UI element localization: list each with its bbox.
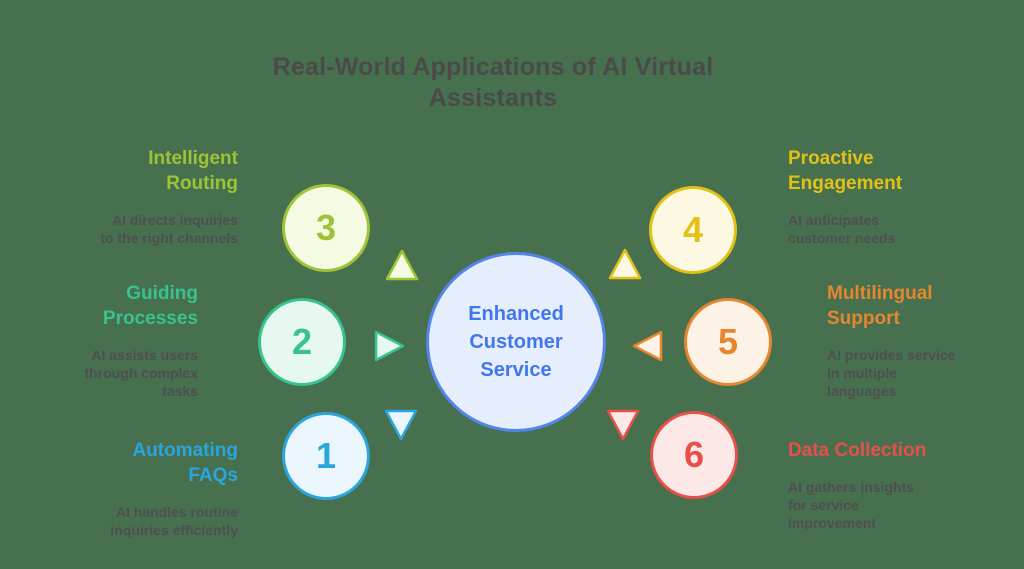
item-4-description: AI anticipates customer needs [788,212,896,246]
item-4-text-block: Proactive Engagement AI anticipates cust… [788,146,1018,247]
step-number-3: 3 [315,207,337,248]
arrow-right-icon-item-2 [374,330,405,362]
step-number-1: 1 [315,435,337,476]
step-number-4: 4 [682,209,704,250]
step-circle-3: 3 [282,184,370,272]
step-circle-1: 1 [282,412,370,500]
item-2-heading: Guiding Processes [102,283,198,329]
step-number-6: 6 [683,434,705,475]
central-circle: Enhanced Customer Service [426,252,606,432]
item-4-heading: Proactive Engagement [788,148,903,194]
step-circle-6: 6 [650,411,738,499]
arrow-up-icon-item-3 [385,249,419,281]
step-circle-2: 2 [258,298,346,386]
step-number-5: 5 [717,321,739,362]
item-1-description: AI handles routine inquiries efficiently [110,504,238,538]
arrow-up-icon-item-4 [608,248,642,280]
arrow-down-icon-item-6 [606,409,640,441]
item-3-text-block: Intelligent Routing AI directs inquiries… [8,146,238,247]
item-1-text-block: Automating FAQs AI handles routine inqui… [8,438,238,539]
item-6-description: AI gathers insights for service improvem… [788,479,915,531]
item-6-text-block: Data Collection AI gathers insights for … [788,438,1018,532]
item-5-text-block: Multilingual Support AI provides service… [827,281,1024,400]
item-5-heading: Multilingual Support [827,283,933,329]
arrow-down-icon-item-1 [384,409,418,441]
page-title: Real-World Applications of AI Virtual As… [272,53,714,112]
step-circle-5: 5 [684,298,772,386]
central-circle-label: Enhanced Customer Service [468,303,564,381]
arrow-left-icon-item-5 [632,330,663,362]
item-5-description: AI provides service in multiple language… [827,347,956,399]
item-2-description: AI assists users through complex tasks [84,347,198,399]
step-number-2: 2 [291,321,313,362]
item-1-heading: Automating FAQs [132,440,238,486]
item-3-heading: Intelligent Routing [148,148,238,194]
step-circle-4: 4 [649,186,737,274]
item-3-description: AI directs inquiries to the right channe… [100,212,238,246]
item-6-heading: Data Collection [788,440,927,461]
item-2-text-block: Guiding Processes AI assists users throu… [0,281,198,400]
